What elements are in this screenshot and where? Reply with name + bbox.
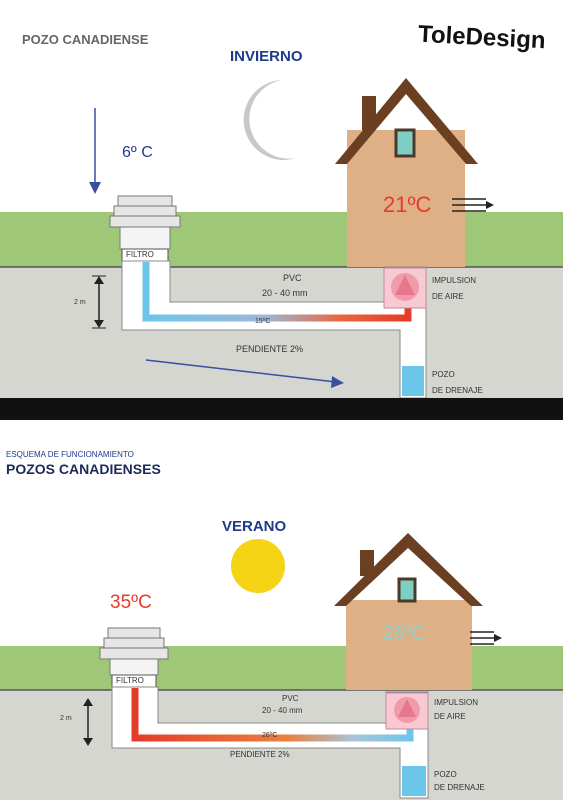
outside-temp: 35ºC [110,592,152,613]
drain-label: POZO [432,370,455,379]
slope-label: PENDIENTE 2% [236,344,304,354]
depth-label: 2 m [60,715,72,722]
chimney [360,550,374,576]
house-wall [346,600,472,690]
pipe-size: 20 - 40 mm [262,288,308,298]
grass-strip [0,212,563,267]
filter-label: FILTRO [116,676,144,685]
page-title: POZO CANADIENSE [22,32,149,47]
drain-label-2: DE DRENAJE [434,783,485,792]
moon-icon [243,80,296,160]
house-roof [334,533,483,606]
house-temp: 21ºC [383,192,432,217]
impulsion-label-2: DE AIRE [434,712,466,721]
drain-water [402,766,426,796]
winter-panel: POZO CANADIENSE ToleDesign INVIERNO 6º C… [0,21,563,400]
drain-water [402,366,424,396]
impulsion-label: IMPULSION [434,698,479,707]
page-title: POZOS CANADIENSES [6,461,161,477]
drain-label: POZO [434,770,457,779]
pipe-temp: 15ºC [255,318,271,325]
winter-diagram [0,78,563,400]
pipe-temp: 26ºC [262,732,278,739]
pipe-outer [111,686,429,799]
slope-label: PENDIENTE 2% [230,750,290,759]
impulsion-label: IMPULSION [432,276,477,285]
pipe-label: PVC [282,694,299,703]
outside-temp: 6º C [122,144,153,161]
pipe-outer [121,260,427,399]
filter-cap [117,195,173,207]
sun-icon [231,539,285,593]
season-label: VERANO [222,518,287,535]
fan-icon [398,699,416,717]
impulsion-label-2: DE AIRE [432,292,464,301]
house-temp: 26ºC [383,623,425,644]
pipe-label: PVC [283,273,302,283]
summer-diagram [0,533,563,800]
filter-cap [107,627,161,639]
arrow-head-icon [89,182,101,194]
kicker: ESQUEMA DE FUNCIONAMIENTO [6,450,134,459]
depth-label: 2 m [74,299,86,306]
soil-layer [0,267,563,400]
house-roof [335,78,478,164]
panel-separator [0,398,563,420]
summer-panel: ESQUEMA DE FUNCIONAMIENTO POZOS CANADIEN… [0,420,563,800]
house-window [397,577,417,603]
season-label: INVIERNO [230,48,303,65]
slope-arrow [145,359,337,383]
fan-icon [395,275,415,295]
filter-label: FILTRO [126,250,154,259]
house-window [394,128,416,158]
grass-strip [0,646,563,690]
pipe-size: 20 - 40 mm [262,706,303,715]
drain-label-2: DE DRENAJE [432,386,483,395]
